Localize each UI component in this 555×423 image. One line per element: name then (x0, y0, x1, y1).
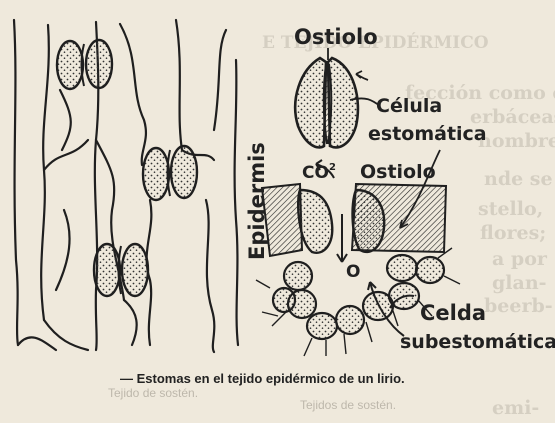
stoma-pair-1 (57, 40, 112, 89)
label-oxygen: O (346, 262, 360, 282)
label-epidermis: Epidermis (245, 142, 269, 260)
label-celda: Celda (420, 301, 486, 325)
figure-caption: — Estomas en el tejido epidérmico de un … (120, 371, 405, 386)
label-celula: Célula (376, 95, 442, 117)
label-ostiolo-section: Ostiolo (360, 161, 436, 183)
label-co2: CO (302, 163, 329, 183)
epidermis-surface-view (14, 20, 238, 352)
stoma-pair-2 (143, 146, 197, 200)
stoma-detail (295, 58, 358, 147)
label-estomatica: estomática (368, 123, 487, 145)
label-co2-subscript: 2 (329, 162, 336, 173)
label-ostiolo-top: Ostiolo (294, 25, 378, 49)
label-subestomatica: subestomática (400, 331, 555, 353)
